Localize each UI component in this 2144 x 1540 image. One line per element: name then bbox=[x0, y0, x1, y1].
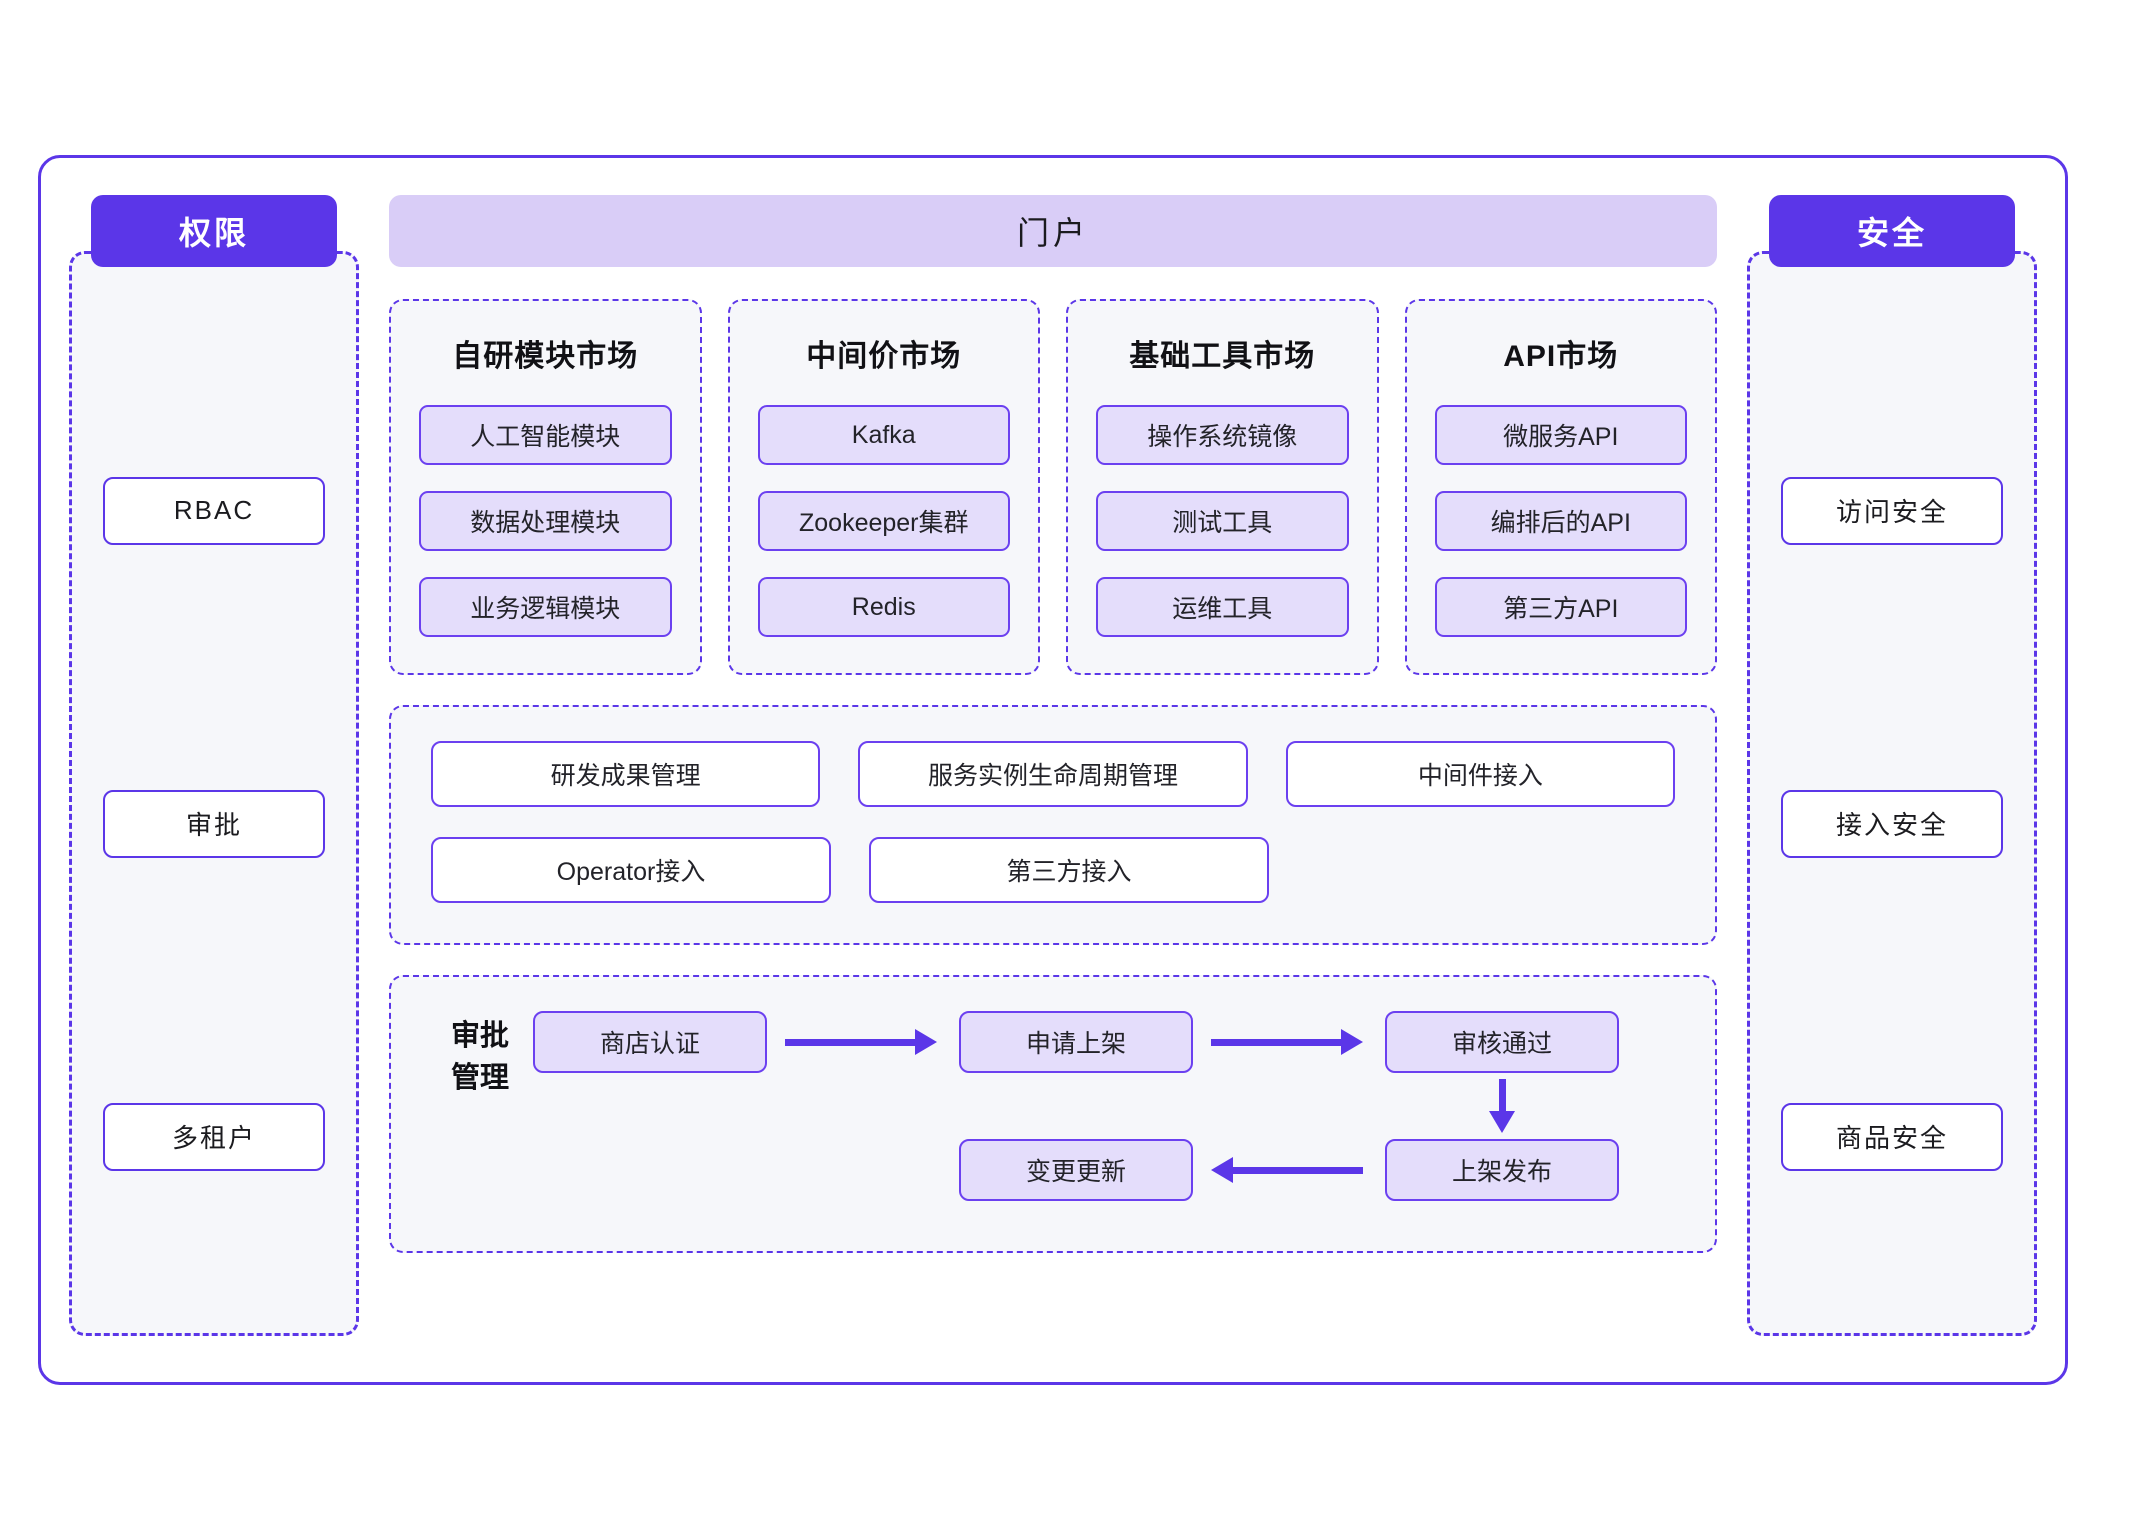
flow-node-change-update[interactable]: 变更更新 bbox=[959, 1139, 1193, 1201]
security-item-product[interactable]: 商品安全 bbox=[1781, 1102, 2003, 1171]
arrow-head bbox=[1341, 1029, 1363, 1055]
market-item-data-processing-module[interactable]: 数据处理模块 bbox=[419, 491, 672, 551]
flow-node-publish-listing[interactable]: 上架发布 bbox=[1385, 1139, 1619, 1201]
security-panel: 访问安全 接入安全 商品安全 bbox=[1747, 251, 2037, 1336]
market-item-microservice-api-label: 微服务API bbox=[1503, 423, 1619, 451]
security-item-ingress[interactable]: 接入安全 bbox=[1781, 789, 2003, 858]
arrow-shaft bbox=[1211, 1038, 1341, 1046]
market-item-orchestrated-api[interactable]: 编排后的API bbox=[1434, 491, 1687, 551]
arrow-head bbox=[1489, 1111, 1515, 1133]
market-item-ai-module-label: 人工智能模块 bbox=[470, 423, 621, 451]
market-api: API市场 微服务API 编排后的API 第三方API bbox=[1404, 299, 1717, 675]
market-item-redis-label: Redis bbox=[851, 592, 916, 621]
market-item-zookeeper-cluster[interactable]: Zookeeper集群 bbox=[757, 491, 1010, 551]
center-column: 门户 自研模块市场 人工智能模块 数据处理模块 业务逻辑模块 中间价市场 Kaf… bbox=[389, 195, 1717, 1360]
market-item-data-processing-module-label: 数据处理模块 bbox=[470, 509, 621, 537]
capability-third-party-onboarding-label: 第三方接入 bbox=[1006, 858, 1132, 886]
permissions-items: RBAC 审批 多租户 bbox=[72, 354, 356, 1293]
permissions-panel-header: 权限 bbox=[91, 195, 337, 267]
arrow-right-icon-1 bbox=[785, 1029, 937, 1055]
market-item-os-image[interactable]: 操作系统镜像 bbox=[1096, 405, 1349, 465]
permissions-item-multitenancy[interactable]: 多租户 bbox=[103, 1102, 325, 1171]
market-item-ops-tools[interactable]: 运维工具 bbox=[1096, 577, 1349, 637]
market-self-developed-modules-title: 自研模块市场 bbox=[452, 340, 639, 373]
market-item-microservice-api[interactable]: 微服务API bbox=[1434, 405, 1687, 465]
diagram-outer-frame: RBAC 审批 多租户 权限 访问安全 接入安全 商品安全 安全 bbox=[38, 155, 2068, 1385]
arrow-shaft bbox=[1233, 1166, 1363, 1174]
security-item-ingress-label: 接入安全 bbox=[1835, 810, 1948, 840]
capability-service-instance-lifecycle-label: 服务实例生命周期管理 bbox=[927, 762, 1178, 790]
permissions-item-approval[interactable]: 审批 bbox=[103, 789, 325, 858]
capability-third-party-onboarding[interactable]: 第三方接入 bbox=[869, 837, 1269, 903]
arrow-shaft bbox=[1498, 1079, 1506, 1111]
flow-node-apply-listing-label: 申请上架 bbox=[1025, 1030, 1126, 1058]
market-middleware: 中间价市场 Kafka Zookeeper集群 Redis bbox=[727, 299, 1040, 675]
market-base-tools: 基础工具市场 操作系统镜像 测试工具 运维工具 bbox=[1066, 299, 1379, 675]
capabilities-row-1: 研发成果管理 服务实例生命周期管理 中间件接入 bbox=[431, 741, 1675, 807]
market-item-business-logic-module[interactable]: 业务逻辑模块 bbox=[419, 577, 672, 637]
flow-node-apply-listing[interactable]: 申请上架 bbox=[959, 1011, 1193, 1073]
capability-service-instance-lifecycle[interactable]: 服务实例生命周期管理 bbox=[858, 741, 1248, 807]
flow-node-store-certification-label: 商店认证 bbox=[599, 1030, 700, 1058]
capability-middleware-onboarding-label: 中间件接入 bbox=[1417, 762, 1543, 790]
arrow-down-icon-1 bbox=[1489, 1079, 1515, 1133]
arrow-right-icon-2 bbox=[1211, 1029, 1363, 1055]
permissions-panel-title: 权限 bbox=[178, 215, 249, 251]
portal-banner: 门户 bbox=[389, 195, 1717, 267]
permissions-item-multitenancy-label: 多租户 bbox=[171, 1123, 256, 1153]
market-api-title: API市场 bbox=[1503, 340, 1619, 373]
market-item-test-tools[interactable]: 测试工具 bbox=[1096, 491, 1349, 551]
approval-section: 审批管理 商店认证 申请上架 审核通过 上架发布 变更更新 bbox=[389, 975, 1717, 1253]
market-item-ops-tools-label: 运维工具 bbox=[1172, 595, 1273, 623]
market-item-third-party-api-label: 第三方API bbox=[1503, 595, 1619, 623]
market-item-zookeeper-cluster-label: Zookeeper集群 bbox=[798, 509, 969, 537]
market-base-tools-title: 基础工具市场 bbox=[1129, 340, 1316, 373]
capabilities-row-2: Operator接入 第三方接入 bbox=[431, 837, 1675, 903]
security-panel-title: 安全 bbox=[1856, 215, 1927, 251]
flow-node-review-passed[interactable]: 审核通过 bbox=[1385, 1011, 1619, 1073]
capability-operator-onboarding-label: Operator接入 bbox=[556, 858, 706, 886]
market-item-business-logic-module-label: 业务逻辑模块 bbox=[470, 595, 621, 623]
permissions-item-rbac-label: RBAC bbox=[173, 495, 255, 525]
security-item-product-label: 商品安全 bbox=[1835, 1123, 1948, 1153]
market-item-ai-module[interactable]: 人工智能模块 bbox=[419, 405, 672, 465]
market-item-os-image-label: 操作系统镜像 bbox=[1147, 423, 1298, 451]
security-item-access[interactable]: 访问安全 bbox=[1781, 476, 2003, 545]
approval-flow: 商店认证 申请上架 审核通过 上架发布 变更更新 bbox=[533, 1007, 1675, 1219]
capability-rd-output-management[interactable]: 研发成果管理 bbox=[431, 741, 821, 807]
security-item-access-label: 访问安全 bbox=[1835, 497, 1948, 527]
market-item-orchestrated-api-label: 编排后的API bbox=[1490, 509, 1631, 537]
security-panel-header: 安全 bbox=[1769, 195, 2015, 267]
arrow-head bbox=[1211, 1157, 1233, 1183]
market-middleware-title: 中间价市场 bbox=[806, 340, 962, 373]
permissions-panel: RBAC 审批 多租户 bbox=[69, 251, 359, 1336]
market-item-test-tools-label: 测试工具 bbox=[1172, 509, 1273, 537]
market-item-kafka[interactable]: Kafka bbox=[757, 405, 1010, 465]
market-item-redis[interactable]: Redis bbox=[757, 577, 1010, 637]
arrow-left-icon-1 bbox=[1211, 1157, 1363, 1183]
permissions-item-approval-label: 审批 bbox=[185, 810, 242, 840]
approval-section-label: 审批管理 bbox=[451, 1020, 510, 1095]
capability-middleware-onboarding[interactable]: 中间件接入 bbox=[1285, 741, 1675, 807]
flow-node-store-certification[interactable]: 商店认证 bbox=[533, 1011, 767, 1073]
security-items: 访问安全 接入安全 商品安全 bbox=[1750, 354, 2034, 1293]
markets-row: 自研模块市场 人工智能模块 数据处理模块 业务逻辑模块 中间价市场 Kafka … bbox=[389, 299, 1717, 675]
capability-rd-output-management-label: 研发成果管理 bbox=[550, 762, 701, 790]
market-item-third-party-api[interactable]: 第三方API bbox=[1434, 577, 1687, 637]
flow-node-change-update-label: 变更更新 bbox=[1025, 1158, 1126, 1186]
market-item-kafka-label: Kafka bbox=[851, 420, 916, 449]
flow-node-publish-listing-label: 上架发布 bbox=[1451, 1158, 1552, 1186]
capability-operator-onboarding[interactable]: Operator接入 bbox=[431, 837, 831, 903]
portal-banner-title: 门户 bbox=[1016, 215, 1089, 251]
capabilities-section: 研发成果管理 服务实例生命周期管理 中间件接入 Operator接入 第三方接入 bbox=[389, 705, 1717, 945]
permissions-item-rbac[interactable]: RBAC bbox=[103, 476, 325, 545]
arrow-shaft bbox=[785, 1038, 915, 1046]
market-self-developed-modules: 自研模块市场 人工智能模块 数据处理模块 业务逻辑模块 bbox=[389, 299, 702, 675]
arrow-head bbox=[915, 1029, 937, 1055]
flow-node-review-passed-label: 审核通过 bbox=[1451, 1030, 1552, 1058]
